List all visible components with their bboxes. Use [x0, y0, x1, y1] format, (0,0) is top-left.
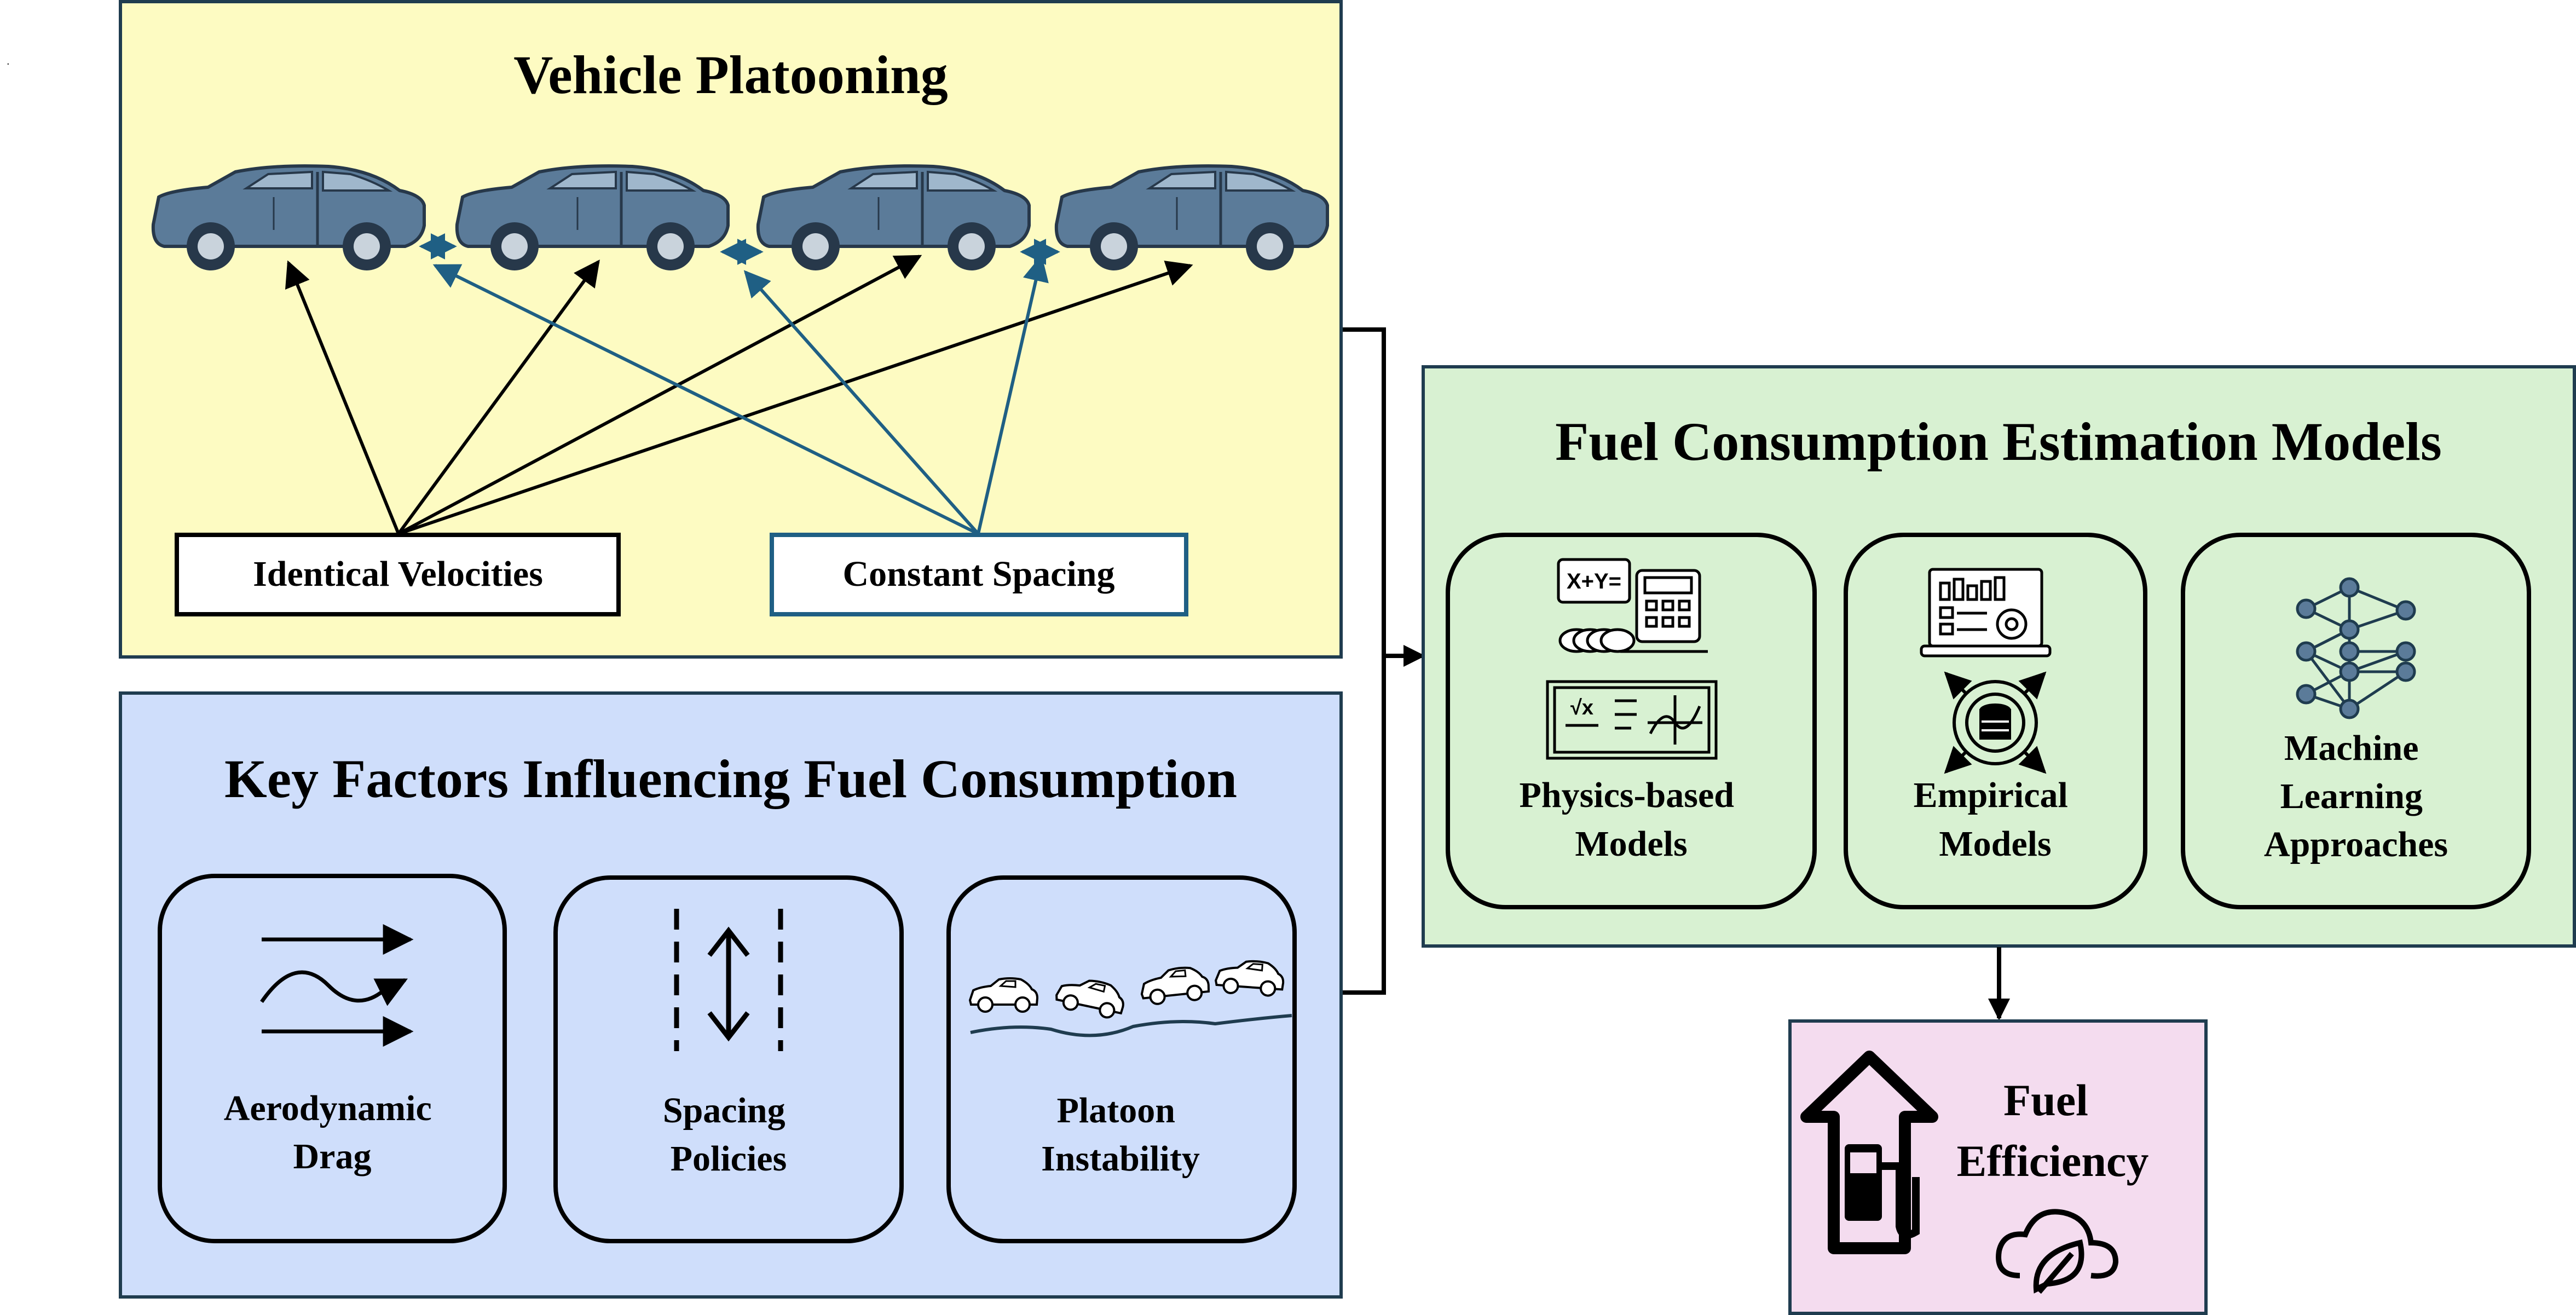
- ml-approaches-label: Machine Learning Approaches: [2264, 728, 2448, 864]
- spacing-arrow: [977, 255, 1049, 534]
- empirical-models-label: Empirical Models: [1914, 775, 2077, 864]
- fuel-pump-house-icon: [1800, 1051, 1938, 1254]
- identical-velocities-box: Identical Velocities: [175, 533, 621, 616]
- platooning-title: Vehicle Platooning: [513, 44, 948, 105]
- calculator-icon: X+Y=: [1557, 558, 1708, 653]
- platoon-instability-card: Platoon Instability: [946, 875, 1297, 1243]
- neural-network-icon: [2296, 577, 2416, 719]
- velocity-arrows: [285, 255, 1193, 535]
- spacing-policies-label: Spacing Policies: [663, 1091, 794, 1179]
- platoon-instability-label: Platoon Instability: [1041, 1091, 1200, 1179]
- fuel-efficiency-label: Fuel Efficiency: [1957, 1066, 2149, 1186]
- svg-text:√x: √x: [1570, 696, 1593, 719]
- empirical-models-card: Empirical Models: [1844, 533, 2147, 909]
- spacing-arrow: [432, 264, 979, 535]
- vehicle-platooning-panel: Vehicle Platooning Identical Velocities: [119, 0, 1343, 659]
- physics-models-card: X+Y= √x: [1446, 533, 1817, 909]
- spacing-policies-card: Spacing Policies: [553, 875, 904, 1243]
- platoon-cars-icon: [969, 958, 1292, 1037]
- chalkboard-icon: √x: [1546, 680, 1718, 760]
- estimation-models-panel: Fuel Consumption Estimation Models X+Y=: [1422, 365, 2576, 948]
- svg-text:X+Y=: X+Y=: [1567, 569, 1621, 593]
- constant-spacing-box: Constant Spacing: [770, 533, 1188, 616]
- fuel-efficiency-panel: Fuel Efficiency: [1788, 1019, 2208, 1315]
- stray-mark: .: [7, 55, 10, 67]
- spacing-arrow-icon: [674, 909, 783, 1051]
- aerodynamic-drag-card: Aerodynamic Drag: [158, 874, 507, 1243]
- spacing-arrows: [432, 255, 1049, 535]
- factors-title: Key Factors Influencing Fuel Consumption: [224, 748, 1237, 809]
- panel-connector: [1343, 327, 1425, 995]
- physics-models-label: Physics-based Models: [1520, 775, 1743, 864]
- velocity-arrow: [285, 260, 400, 535]
- constant-spacing-label: Constant Spacing: [843, 554, 1115, 594]
- velocity-arrow: [398, 261, 1193, 535]
- key-factors-panel: Key Factors Influencing Fuel Consumption…: [119, 691, 1343, 1299]
- spacing-indicators: [419, 233, 1060, 265]
- velocity-arrow: [397, 259, 600, 535]
- laptop-chart-icon: [1920, 568, 2052, 658]
- aerodynamic-drag-icon: [260, 924, 414, 1047]
- database-gear-icon: [1944, 671, 2047, 774]
- eco-leaf-cloud-icon: [1996, 1209, 2119, 1294]
- identical-velocities-label: Identical Velocities: [253, 554, 543, 594]
- velocity-arrow: [397, 255, 922, 535]
- spacing-arrow: [743, 270, 980, 535]
- ml-approaches-card: Machine Learning Approaches: [2181, 533, 2531, 909]
- models-title: Fuel Consumption Estimation Models: [1555, 411, 2442, 472]
- aerodynamic-drag-label: Aerodynamic Drag: [224, 1088, 441, 1176]
